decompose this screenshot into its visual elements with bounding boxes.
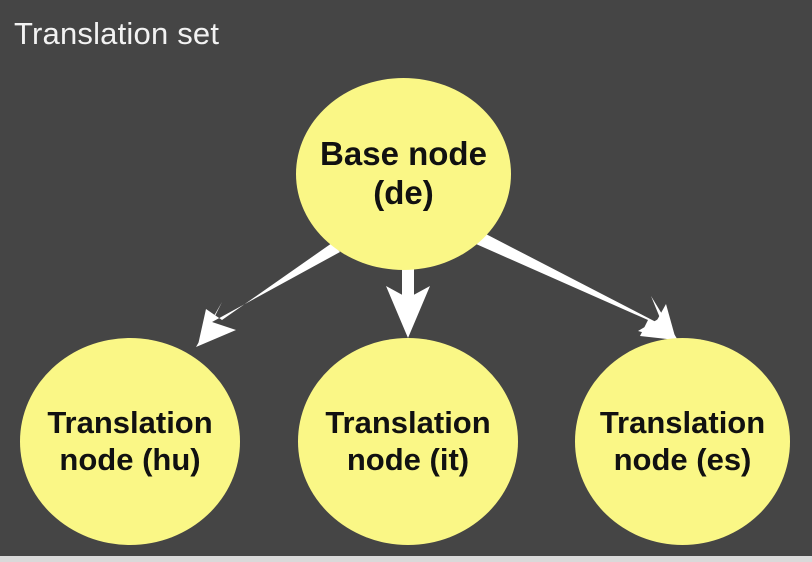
node-es-label: Translation node (es): [594, 405, 771, 478]
node-hu-line1: Translation: [47, 404, 213, 440]
node-base-line2: (de): [373, 174, 434, 211]
diagram-title: Translation set: [14, 16, 220, 51]
node-translation-es[interactable]: Translation node (es): [575, 338, 790, 545]
edge-base-to-it: [386, 258, 430, 338]
node-it-line2: node (it): [346, 441, 470, 477]
bottom-edge-divider: [0, 556, 812, 562]
arrowhead-hu-icon: [196, 302, 236, 347]
node-it-line1: Translation: [325, 404, 491, 440]
edge-base-to-es: [476, 232, 679, 342]
node-es-line2: node (es): [613, 441, 752, 477]
node-base-line1: Base node: [320, 135, 487, 173]
node-translation-it[interactable]: Translation node (it): [298, 338, 518, 545]
node-base-label: Base node (de): [314, 135, 493, 213]
arrowhead-es-icon: [638, 296, 679, 342]
node-base-de[interactable]: Base node (de): [296, 78, 511, 270]
node-translation-hu[interactable]: Translation node (hu): [20, 338, 240, 545]
node-hu-label: Translation node (hu): [41, 405, 218, 478]
node-es-line1: Translation: [599, 404, 766, 440]
node-hu-line2: node (hu): [59, 441, 201, 477]
arrowhead-it-icon: [386, 286, 430, 338]
node-it-label: Translation node (it): [319, 405, 496, 478]
edge-base-to-hu: [196, 243, 340, 347]
